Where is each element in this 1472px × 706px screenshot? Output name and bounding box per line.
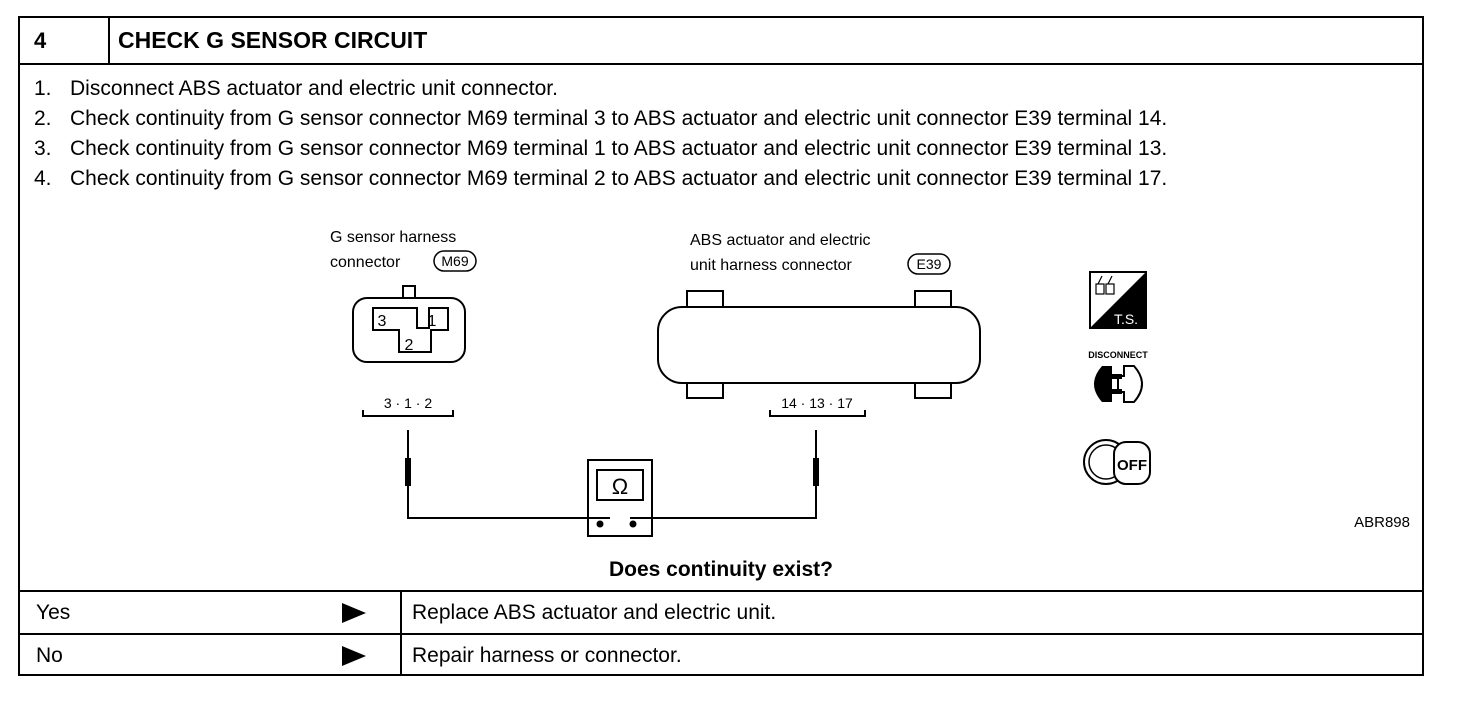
procedure-list: 1.Disconnect ABS actuator and electric u… xyxy=(34,74,1167,194)
g-sensor-label: G sensor harness xyxy=(330,229,456,246)
arrow-right-icon xyxy=(342,603,366,623)
g-sensor-label-2: connector xyxy=(330,254,401,271)
ohmmeter xyxy=(587,459,653,537)
step-header: 4 CHECK G SENSOR CIRCUIT xyxy=(20,18,1422,65)
abs-unit-terminals: 14 · 13 · 17 xyxy=(781,395,853,411)
disconnect-icon: DISCONNECT xyxy=(1088,350,1148,403)
result-row-yes: Yes Replace ABS actuator and electric un… xyxy=(20,590,1422,633)
procedure-step: 1.Disconnect ABS actuator and electric u… xyxy=(34,77,558,100)
probe-right xyxy=(813,458,819,486)
g-sensor-connector xyxy=(352,285,466,363)
abs-unit-connector xyxy=(657,290,981,399)
procedure-step: 2.Check continuity from G sensor connect… xyxy=(34,107,1168,130)
probe-left xyxy=(405,458,411,486)
svg-text:DISCONNECT: DISCONNECT xyxy=(1088,350,1148,360)
ignition-off-icon: OFF xyxy=(1083,439,1151,485)
abs-unit-label: ABS actuator and electric xyxy=(690,232,871,249)
ohm-symbol: Ω xyxy=(612,474,628,499)
column-divider xyxy=(400,592,402,633)
result-key: No xyxy=(36,644,63,667)
result-key: Yes xyxy=(36,601,71,624)
abs-unit-label-2: unit harness connector xyxy=(690,257,853,274)
continuity-check-diagram: Ω G sensor harness connector M69 3 1 2 3… xyxy=(330,229,1151,537)
svg-text:OFF: OFF xyxy=(1117,457,1147,474)
pin-3: 3 xyxy=(378,313,387,330)
g-sensor-terminals: 3 · 1 · 2 xyxy=(384,395,432,411)
figure-reference: ABR898 xyxy=(1354,514,1410,531)
connector-code-m69: M69 xyxy=(441,253,468,269)
connector-code-e39: E39 xyxy=(917,256,942,272)
step-title: CHECK G SENSOR CIRCUIT xyxy=(118,27,428,53)
pin-2: 2 xyxy=(405,337,414,354)
continuity-question: Does continuity exist? xyxy=(608,558,834,581)
procedure-step: 4.Check continuity from G sensor connect… xyxy=(34,167,1168,190)
result-action: Replace ABS actuator and electric unit. xyxy=(412,601,777,624)
arrow-right-icon xyxy=(342,646,366,666)
pin-1: 1 xyxy=(428,313,437,330)
ts-icon: T.S. xyxy=(1089,271,1147,329)
step-number: 4 xyxy=(20,18,110,63)
column-divider xyxy=(400,635,402,676)
result-row-no: No Repair harness or connector. xyxy=(20,633,1422,676)
result-action: Repair harness or connector. xyxy=(412,644,682,667)
svg-text:T.S.: T.S. xyxy=(1114,311,1138,327)
procedure-step: 3.Check continuity from G sensor connect… xyxy=(34,137,1168,160)
inspection-step-box: 4 CHECK G SENSOR CIRCUIT 1.Disconnect AB… xyxy=(18,16,1424,676)
